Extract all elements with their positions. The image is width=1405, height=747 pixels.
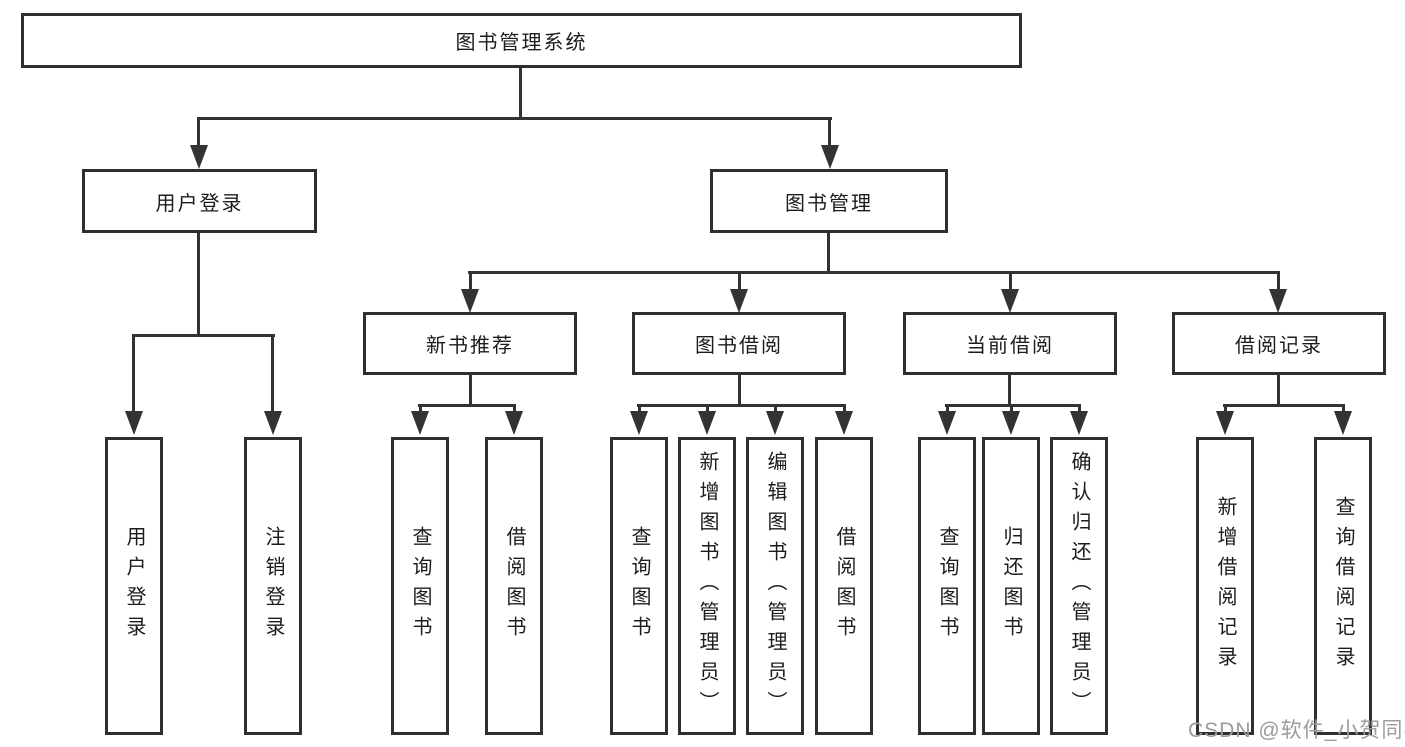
node-label: 新增图书（管理员） (696, 451, 718, 721)
connector-vline (132, 334, 135, 412)
node-leaf-edit-books-admin: 编辑图书（管理员） (746, 437, 804, 735)
arrowhead-down-icon (1070, 411, 1088, 435)
node-leaf-borrow-books-recommend: 借阅图书 (485, 437, 543, 735)
node-label: 查询图书 (628, 526, 650, 646)
arrowhead-down-icon (835, 411, 853, 435)
arrowhead-down-icon (1269, 289, 1287, 313)
node-library-system: 图书管理系统 (21, 13, 1022, 68)
connector-vline (1009, 271, 1012, 291)
connector-vline (738, 375, 741, 406)
connector-vline (519, 68, 522, 119)
node-leaf-add-borrow-record: 新增借阅记录 (1196, 437, 1254, 735)
arrowhead-down-icon (938, 411, 956, 435)
connector-vline (706, 404, 709, 416)
arrowhead-down-icon (730, 289, 748, 313)
arrowhead-down-icon (1334, 411, 1352, 435)
connector-vline (828, 117, 831, 147)
node-label: 借阅图书 (833, 526, 855, 646)
connector-hline (1223, 404, 1345, 407)
node-leaf-user-login: 用户登录 (105, 437, 163, 735)
arrowhead-down-icon (461, 289, 479, 313)
arrowhead-down-icon (1002, 411, 1020, 435)
arrowhead-down-icon (630, 411, 648, 435)
connector-vline (1078, 404, 1081, 416)
connector-hline (418, 404, 516, 407)
node-leaf-query-books-current: 查询图书 (918, 437, 976, 735)
node-label: 借阅图书 (503, 526, 525, 646)
node-leaf-query-books-borrowing: 查询图书 (610, 437, 668, 735)
connector-vline (738, 271, 741, 291)
arrowhead-down-icon (766, 411, 784, 435)
node-book-borrowing: 图书借阅 (632, 312, 846, 375)
node-label: 归还图书 (1000, 526, 1022, 646)
connector-hline (197, 117, 832, 120)
connector-vline (271, 334, 274, 412)
node-label: 注销登录 (262, 526, 284, 646)
connector-hline (637, 404, 846, 407)
arrowhead-down-icon (1216, 411, 1234, 435)
arrowhead-down-icon (264, 411, 282, 435)
arrowhead-down-icon (698, 411, 716, 435)
csdn-watermark: CSDN @软件_小贺同学 (1188, 719, 1405, 742)
node-book-management: 图书管理 (710, 169, 948, 233)
connector-vline (1224, 404, 1227, 416)
node-label: 用户登录 (123, 526, 145, 646)
node-borrowing-records: 借阅记录 (1172, 312, 1386, 375)
node-leaf-borrow-books: 借阅图书 (815, 437, 873, 735)
node-label: 编辑图书（管理员） (764, 451, 786, 721)
arrowhead-down-icon (1001, 289, 1019, 313)
connector-vline (827, 233, 830, 273)
connector-hline (132, 334, 275, 337)
connector-vline (513, 404, 516, 416)
connector-vline (197, 233, 200, 334)
connector-vline (1010, 404, 1013, 416)
arrowhead-down-icon (411, 411, 429, 435)
connector-vline (419, 404, 422, 416)
connector-vline (1008, 375, 1011, 406)
node-leaf-return-books: 归还图书 (982, 437, 1040, 735)
node-user-login: 用户登录 (82, 169, 317, 233)
node-leaf-confirm-return-admin: 确认归还（管理员） (1050, 437, 1108, 735)
node-current-borrowing: 当前借阅 (903, 312, 1117, 375)
connector-vline (638, 404, 641, 416)
connector-vline (946, 404, 949, 416)
connector-vline (469, 375, 472, 406)
node-leaf-logout: 注销登录 (244, 437, 302, 735)
arrowhead-down-icon (821, 145, 839, 169)
connector-hline (468, 271, 1280, 274)
connector-hline (945, 404, 1081, 407)
connector-vline (197, 117, 200, 147)
connector-vline (1277, 375, 1280, 406)
node-label: 确认归还（管理员） (1068, 451, 1090, 721)
node-leaf-query-books-recommend: 查询图书 (391, 437, 449, 735)
connector-vline (1277, 271, 1280, 291)
node-label: 查询借阅记录 (1332, 496, 1354, 676)
arrowhead-down-icon (190, 145, 208, 169)
connector-vline (1342, 404, 1345, 416)
node-label: 新增借阅记录 (1214, 496, 1236, 676)
node-label: 查询图书 (936, 526, 958, 646)
arrowhead-down-icon (505, 411, 523, 435)
node-leaf-query-borrow-record: 查询借阅记录 (1314, 437, 1372, 735)
connector-vline (774, 404, 777, 416)
arrowhead-down-icon (125, 411, 143, 435)
node-label: 查询图书 (409, 526, 431, 646)
node-new-book-recommendation: 新书推荐 (363, 312, 577, 375)
connector-vline (469, 271, 472, 291)
connector-vline (843, 404, 846, 416)
node-leaf-add-books-admin: 新增图书（管理员） (678, 437, 736, 735)
